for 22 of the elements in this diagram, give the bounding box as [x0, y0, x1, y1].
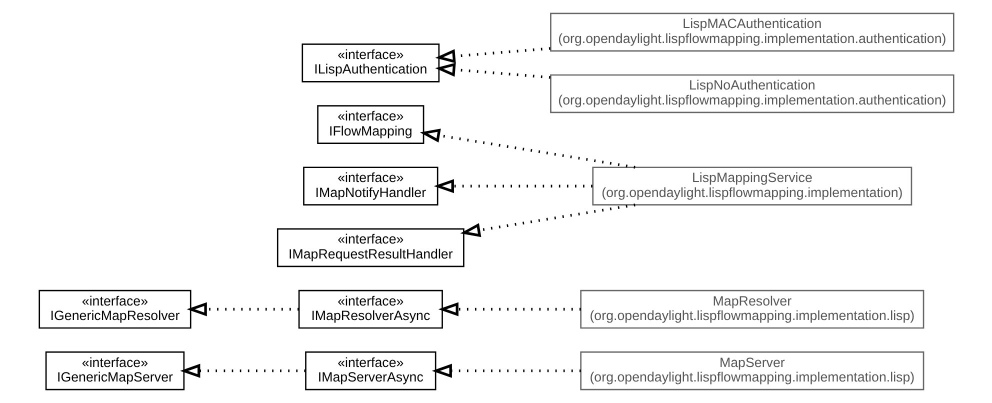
arrow — [433, 179, 592, 194]
node-box: «interface» IMapRequestResultHandler — [276, 228, 464, 268]
node-box: «interface» IGenericMapResolver — [38, 290, 191, 329]
node-box: «interface» IMapResolverAsync — [298, 290, 442, 329]
node-box: «interface» IFlowMapping — [316, 105, 424, 144]
arrow — [460, 204, 635, 238]
node-box: MapResolver (org.opendaylight.lispflowmapping.implementation.lisp) — [580, 290, 924, 329]
arrow — [438, 302, 580, 316]
arrow — [434, 62, 550, 79]
arrow — [180, 364, 305, 378]
node-box: LispMACAuthentication (org.opendaylight.lispflowmapping.implementation.authentication) — [550, 12, 954, 52]
arrow — [186, 302, 298, 316]
node-box: MapServer (org.opendaylight.lispflowmapping.implementation.lisp) — [580, 351, 924, 390]
arrow — [431, 364, 580, 378]
arrow — [434, 47, 550, 64]
arrow — [419, 128, 635, 169]
node-box: «interface» IMapServerAsync — [304, 351, 436, 390]
node-box: «interface» IMapNotifyHandler — [302, 166, 438, 206]
node-box: LispMappingService (org.opendaylight.lispflowmapping.implementation) — [592, 166, 912, 206]
node-box: «interface» ILispAuthentication — [301, 44, 440, 82]
node-box: «interface» IGenericMapServer — [44, 351, 184, 390]
node-box: LispNoAuthentication (org.opendaylight.lispflowmapping.implementation.authentication) — [550, 74, 954, 114]
